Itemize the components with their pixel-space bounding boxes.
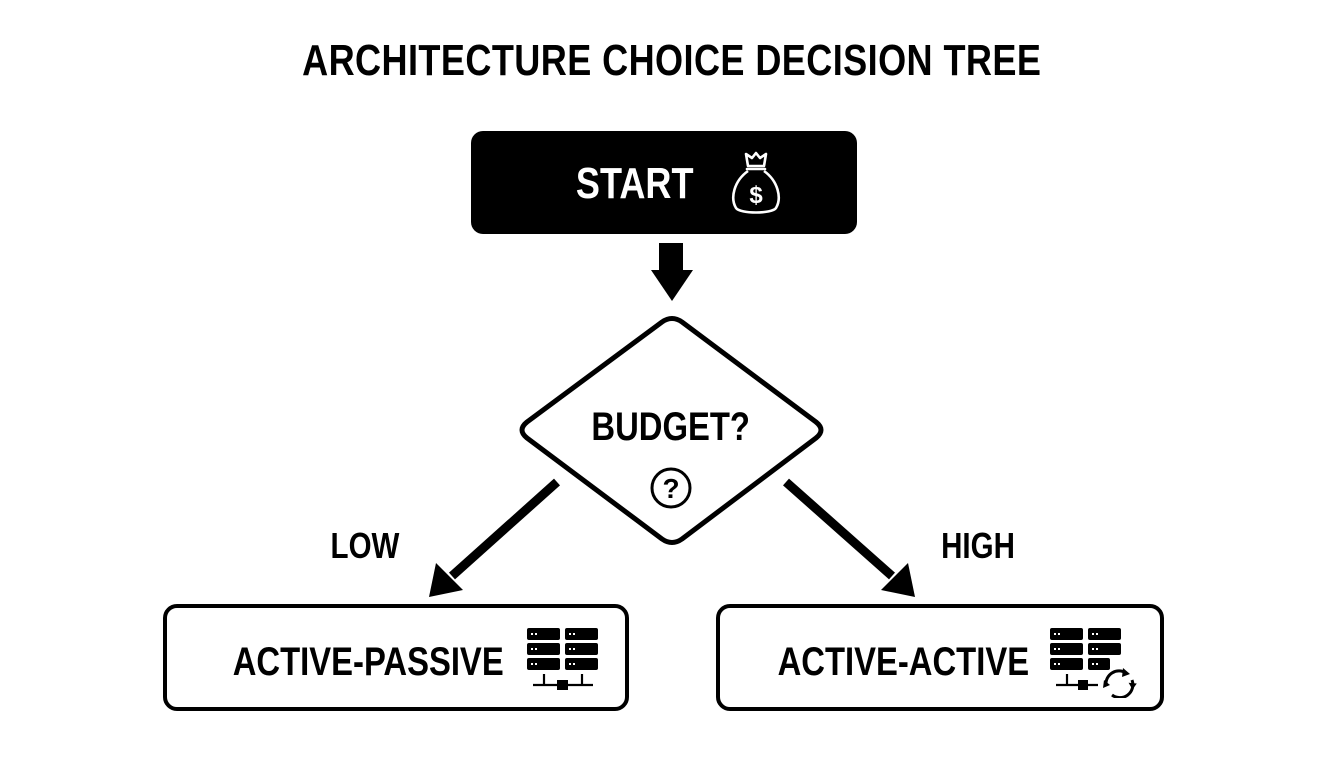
outcome-active-active: ACTIVE-ACTIVE [716,604,1164,711]
outcome-label: ACTIVE-ACTIVE [750,640,1029,684]
branch-label-high: HIGH [930,526,1025,566]
start-label-text: START [576,159,694,208]
outcome-active-passive: ACTIVE-PASSIVE [163,604,629,711]
outcome-label: ACTIVE-PASSIVE [203,640,504,684]
server-rack-network-icon [527,628,598,690]
down-arrow-icon [651,243,693,301]
branch-label-low: LOW [320,526,410,566]
decision-label-text: BUDGET? [591,405,751,449]
start-node [471,131,857,234]
decision-diamond [519,316,824,545]
diagram-title: ARCHITECTURE CHOICE DECISION TREE [0,36,1344,86]
question-circle-icon: ? [650,467,692,509]
svg-text:?: ? [662,473,679,504]
start-label: START [560,160,710,208]
decision-label: BUDGET? [571,404,771,450]
title-text: ARCHITECTURE CHOICE DECISION TREE [302,36,1042,85]
money-bag-icon: $ [732,151,780,214]
server-rack-sync-icon [1050,628,1137,698]
outcome-label-text: ACTIVE-ACTIVE [777,640,1030,684]
outcome-label-text: ACTIVE-PASSIVE [232,640,504,684]
high-branch-arrow [783,478,915,597]
branch-low-text: LOW [330,525,400,566]
sync-icon [1104,669,1135,698]
svg-text:$: $ [749,182,763,209]
branch-high-text: HIGH [940,525,1015,566]
low-branch-arrow [429,478,561,597]
